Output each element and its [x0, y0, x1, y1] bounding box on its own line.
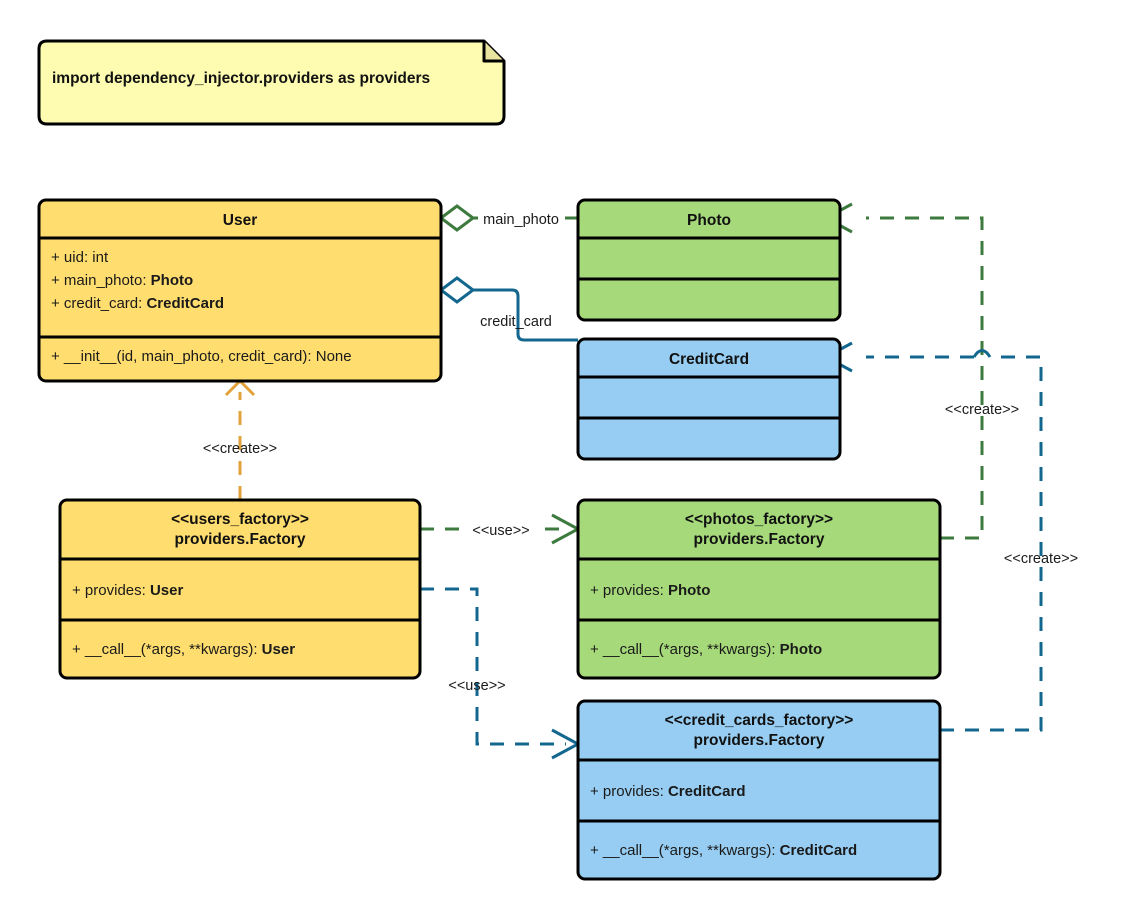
class-box-photo[interactable]: Photo: [576, 198, 842, 322]
class-user-method-0: + __init__(id, main_photo, credit_card):…: [51, 348, 352, 365]
edge-path-use-credit-cards: [420, 587, 566, 746]
class-box-credit-card[interactable]: CreditCard: [576, 337, 842, 461]
edge-use-credit-cards-factory: <<use>>: [420, 587, 582, 760]
class-photo-title: Photo: [687, 212, 731, 229]
class-credit-card-body: [576, 337, 842, 461]
aggregation-diamond-icon: [438, 276, 476, 304]
note-import: import dependency_injector.providers as …: [37, 39, 506, 126]
label-backdrop: [460, 518, 542, 540]
edge-create-user: <<create>>: [203, 378, 277, 500]
class-credit-cards-factory-method-0: + __call__(*args, **kwargs): CreditCard: [590, 842, 857, 859]
class-box-photos-factory[interactable]: <<photos_factory>> providers.Factory + p…: [576, 498, 942, 680]
note-fold-corner-icon: [482, 41, 504, 63]
edge-path-create-photo: [866, 216, 984, 540]
edge-label-main-photo: main_photo: [483, 212, 559, 228]
edge-label-create-credit-card: <<create>>: [1004, 551, 1078, 567]
note-text: import dependency_injector.providers as …: [52, 70, 430, 87]
class-photos-factory-body: [576, 498, 942, 680]
edge-label-create-photo: <<create>>: [945, 402, 1019, 418]
edge-label-create-user: <<create>>: [203, 441, 277, 457]
edge-path-credit-card: [473, 288, 578, 342]
edge-label-credit-card: credit_card: [480, 314, 552, 330]
edge-create-credit-card: <<create>>: [822, 341, 1078, 732]
class-photo-body: [576, 198, 842, 322]
aggregation-diamond-icon: [438, 204, 476, 232]
edge-path-create-credit-card: [866, 355, 1043, 732]
class-user-attr-2: + credit_card: CreditCard: [51, 295, 224, 312]
note-body: [37, 39, 506, 126]
class-users-factory-title: providers.Factory: [175, 531, 306, 548]
edge-label-use-photos: <<use>>: [472, 523, 529, 539]
class-credit-cards-factory-stereotype: <<credit_cards_factory>>: [665, 712, 854, 729]
class-photos-factory-stereotype: <<photos_factory>>: [685, 511, 833, 528]
edge-use-photos-factory: <<use>>: [420, 513, 582, 545]
class-user-attr-0: + uid: int: [51, 249, 109, 266]
class-users-factory-stereotype: <<users_factory>>: [171, 511, 309, 528]
class-photos-factory-method-0: + __call__(*args, **kwargs): Photo: [590, 641, 822, 658]
edge-credit-card: credit_card: [438, 276, 578, 342]
class-user-title: User: [223, 212, 257, 229]
class-box-users-factory[interactable]: <<users_factory>> providers.Factory + pr…: [58, 498, 422, 680]
edge-create-photo: <<create>>: [822, 202, 1019, 540]
edge-label-use-credit-cards: <<use>>: [448, 678, 505, 694]
line-hop-icon: [972, 349, 992, 358]
class-users-factory-method-0: + __call__(*args, **kwargs): User: [72, 641, 295, 658]
class-photos-factory-attr-0: + provides: Photo: [590, 582, 710, 599]
class-credit-cards-factory-attr-0: + provides: CreditCard: [590, 783, 745, 800]
class-user-attr-1: + main_photo: Photo: [51, 272, 193, 289]
edge-main-photo: main_photo: [438, 204, 578, 232]
class-users-factory-body: [58, 498, 422, 680]
class-photos-factory-title: providers.Factory: [694, 531, 825, 548]
class-credit-cards-factory-body: [576, 699, 942, 881]
class-credit-card-title: CreditCard: [669, 351, 749, 368]
class-box-user[interactable]: User + uid: int + main_photo: Photo + cr…: [37, 198, 443, 383]
class-credit-cards-factory-title: providers.Factory: [694, 732, 825, 749]
class-users-factory-attr-0: + provides: User: [72, 582, 183, 599]
class-box-credit-cards-factory[interactable]: <<credit_cards_factory>> providers.Facto…: [576, 699, 942, 881]
